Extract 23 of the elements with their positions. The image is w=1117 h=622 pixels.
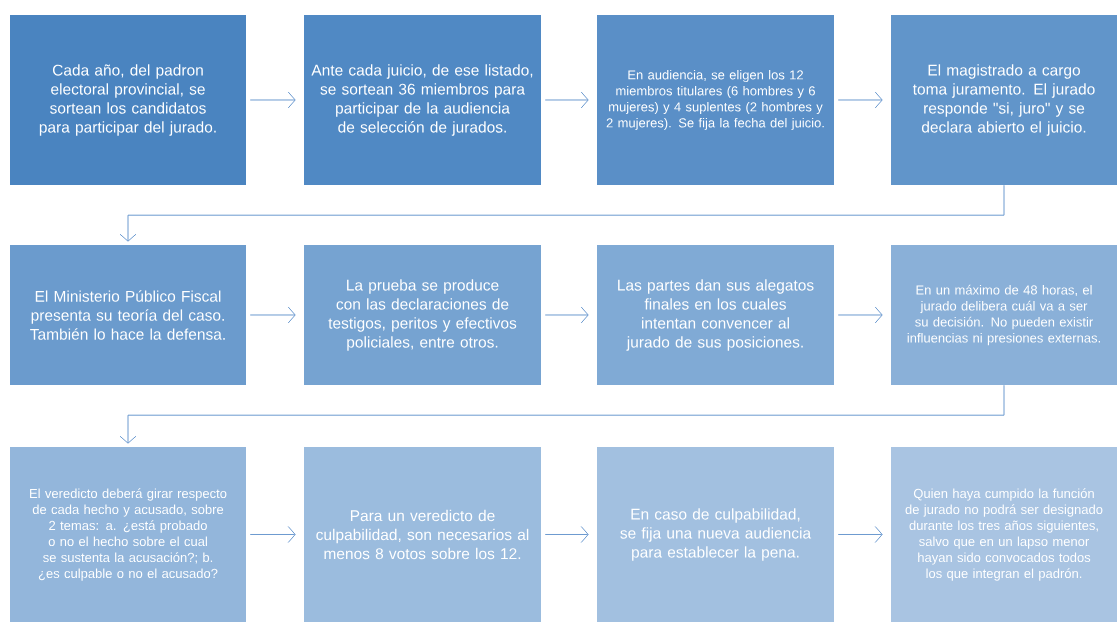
process-box: En caso de culpabilidad, se fija una nueva audiencia para establecer la pena.: [597, 447, 834, 622]
process-box: Quien haya cumpido la función de jurado no podrá ser designado durante los tres años siguientes, salvo que en un lapso menor hayan sido convocados todos los que integran el padrón.: [891, 447, 1117, 622]
arrow: [544, 526, 589, 543]
arrow: [249, 306, 296, 324]
arrow: [249, 91, 296, 109]
process-box: El veredicto deberá girar respecto de cada hecho y acusado, sobre 2 temas: a. ¿está probado o no el hecho sobre el cual se sustenta la acusación?; b. ¿es culpable o no el acusado?: [10, 447, 246, 622]
process-box: Ante cada juicio, de ese listado, se sortean 36 miembros para participar de la audiencia de selección de jurados.: [304, 15, 541, 185]
process-box: El magistrado a cargo toma juramento. El jurado responde "si, juro" y se declara abierto el juicio.: [891, 15, 1117, 185]
process-box: Las partes dan sus alegatos finales en los cuales intentan convencer al jurado de sus posiciones.: [597, 245, 834, 385]
process-box: Cada año, del padron electoral provincial, se sortean los candidatos para participar del jurado.: [10, 15, 246, 185]
arrow: [837, 91, 883, 109]
process-box: En audiencia, se eligen los 12 miembros titulares (6 hombres y 6 mujeres) y 4 suplentes (2 hombres y 2 mujeres). Se fija la fecha del juicio.: [597, 15, 834, 185]
arrow: [119, 184, 1005, 242]
arrow: [837, 306, 883, 324]
arrow: [544, 91, 589, 109]
arrow: [119, 384, 1005, 444]
process-box: En un máximo de 48 horas, el jurado delibera cuál va a ser su decisión. No pueden existir influencias ni presiones externas.: [891, 245, 1117, 385]
arrow: [249, 526, 296, 543]
process-box: El Ministerio Público Fiscal presenta su teoría del caso. También lo hace la defensa.: [10, 245, 246, 385]
arrow: [837, 526, 883, 543]
arrow: [544, 306, 589, 324]
process-box: La prueba se produce con las declaraciones de testigos, peritos y efectivos policiales, entre otros.: [304, 245, 541, 385]
process-box: Para un veredicto de culpabilidad, son necesarios al menos 8 votos sobre los 12.: [304, 447, 541, 622]
